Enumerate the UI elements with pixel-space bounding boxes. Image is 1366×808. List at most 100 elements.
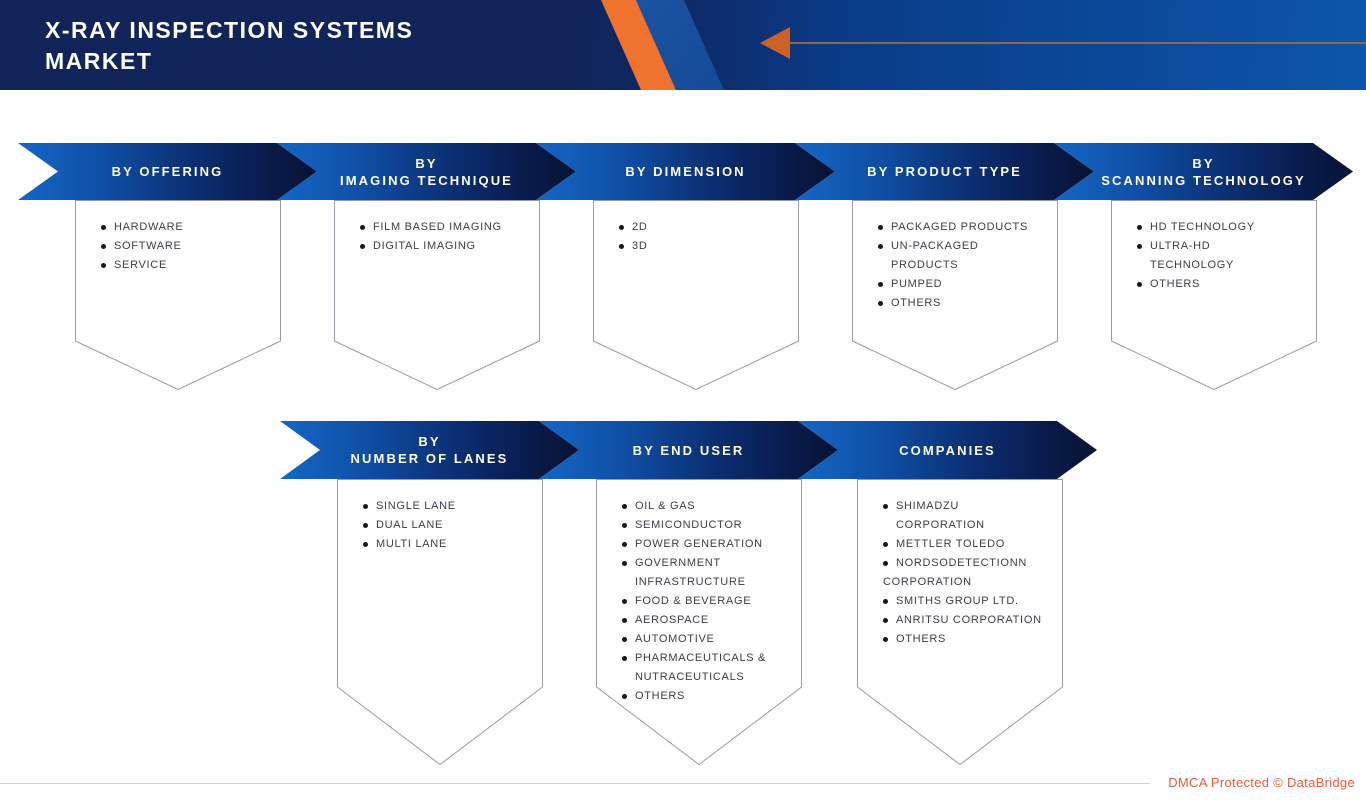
bullet-icon xyxy=(101,225,106,230)
list-item-text: 3D xyxy=(632,240,648,252)
list-item: OTHERS xyxy=(622,687,796,706)
segment-item-list: SINGLE LANE DUAL LANE MULTI LANE xyxy=(337,479,543,554)
bullet-icon xyxy=(101,263,106,268)
segment-banner-title-line: COMPANIES xyxy=(899,442,996,458)
bullet-icon xyxy=(883,561,888,566)
list-item: POWER GENERATION xyxy=(622,535,796,554)
list-item-text: PRODUCTS xyxy=(891,259,959,271)
segment-banner-title: BY END USER xyxy=(579,442,798,459)
bullet-icon xyxy=(360,244,365,249)
segment-banner-companies: COMPANIES xyxy=(798,421,1097,479)
list-item-text: NUTRACEUTICALS xyxy=(635,671,745,683)
bullet-icon xyxy=(1137,244,1142,249)
bullet-icon xyxy=(101,244,106,249)
header-banner: X-RAY INSPECTION SYSTEMS MARKET xyxy=(0,0,1366,90)
page-title: X-RAY INSPECTION SYSTEMS MARKET xyxy=(45,15,413,77)
header-rule-line xyxy=(790,42,1366,44)
bullet-icon xyxy=(883,504,888,509)
left-arrow-icon xyxy=(760,27,790,59)
dmca-protected-link[interactable]: DMCA Protected © DataBridge xyxy=(1168,775,1355,790)
list-item-text: 2D xyxy=(632,221,648,233)
segment-banner-title: BY OFFERING xyxy=(58,163,277,180)
segment-box-by-product-type: PACKAGED PRODUCTS UN-PACKAGED PRODUCTS PUMP… xyxy=(852,200,1058,390)
list-item-text: NORDSODETECTIONN xyxy=(896,557,1027,569)
list-item-text: SERVICE xyxy=(114,259,167,271)
list-item: OTHERS xyxy=(878,294,1052,313)
segment-banner-title: BY NUMBER OF LANES xyxy=(320,433,539,467)
bullet-icon xyxy=(883,599,888,604)
list-item: SOFTWARE xyxy=(101,237,275,256)
list-item: PACKAGED PRODUCTS xyxy=(878,218,1052,237)
bullet-icon xyxy=(878,301,883,306)
list-item: SEMICONDUCTOR xyxy=(622,516,796,535)
segment-box-by-imaging-technique: FILM BASED IMAGING DIGITAL IMAGING xyxy=(334,200,540,390)
bullet-icon xyxy=(622,561,627,566)
bullet-icon xyxy=(619,225,624,230)
bullet-icon xyxy=(622,656,627,661)
segment-banner-title-line: NUMBER OF LANES xyxy=(350,451,509,466)
list-item-text: SOFTWARE xyxy=(114,240,182,252)
segment-box-by-dimension: 2D 3D xyxy=(593,200,799,390)
list-item-text: PUMPED xyxy=(891,278,943,290)
bullet-icon xyxy=(622,637,627,642)
list-item-text: HARDWARE xyxy=(114,221,184,233)
list-item-text: ULTRA-HD xyxy=(1150,240,1211,252)
pentagon-outline xyxy=(857,479,1063,765)
bullet-icon xyxy=(622,599,627,604)
segment-banner-title: BY PRODUCT TYPE xyxy=(835,163,1054,180)
segment-banner-by-number-of-lanes: BY NUMBER OF LANES xyxy=(280,421,579,479)
list-item: DIGITAL IMAGING xyxy=(360,237,534,256)
bullet-icon xyxy=(883,542,888,547)
list-item-text: DUAL LANE xyxy=(376,519,444,531)
pentagon-outline xyxy=(596,479,802,765)
segment-item-list: OIL & GAS SEMICONDUCTOR POWER GENERATION GO… xyxy=(596,479,802,706)
list-item-text: PACKAGED PRODUCTS xyxy=(891,221,1028,233)
list-item-text: GOVERNMENT xyxy=(635,557,721,569)
list-item: OIL & GAS xyxy=(622,497,796,516)
segment-banner-by-offering: BY OFFERING xyxy=(18,143,317,200)
bullet-icon xyxy=(878,282,883,287)
list-item-text: CORPORATION xyxy=(896,519,985,531)
list-item-text: AEROSPACE xyxy=(635,614,709,626)
segment-banner-title-line: BY END USER xyxy=(632,442,745,458)
pentagon-outline xyxy=(334,200,540,390)
list-item-text: OTHERS xyxy=(891,297,942,309)
bullet-icon xyxy=(363,523,368,528)
list-item: UN-PACKAGED PRODUCTS xyxy=(878,237,1052,275)
list-item: SINGLE LANE xyxy=(363,497,537,516)
list-item-text: FILM BASED IMAGING xyxy=(373,221,502,233)
list-item-text: MULTI LANE xyxy=(376,538,447,550)
segment-banner-title-line: BY xyxy=(418,434,441,449)
list-item-text: UN-PACKAGED xyxy=(891,240,979,252)
segment-box-by-end-user: OIL & GAS SEMICONDUCTOR POWER GENERATION GO… xyxy=(596,479,802,765)
list-item: MULTI LANE xyxy=(363,535,537,554)
bullet-icon xyxy=(363,504,368,509)
segment-item-list: 2D 3D xyxy=(593,200,799,256)
bullet-icon xyxy=(878,244,883,249)
list-item: OTHERS xyxy=(883,630,1057,649)
segment-item-list: HARDWARE SOFTWARE SERVICE xyxy=(75,200,281,275)
list-item-text: DIGITAL IMAGING xyxy=(373,240,476,252)
pentagon-outline xyxy=(852,200,1058,390)
pentagon-outline xyxy=(593,200,799,390)
list-item: 3D xyxy=(619,237,793,256)
segment-item-list: FILM BASED IMAGING DIGITAL IMAGING xyxy=(334,200,540,256)
pentagon-outline xyxy=(1111,200,1317,390)
list-item: METTLER TOLEDO xyxy=(883,535,1057,554)
list-item: DUAL LANE xyxy=(363,516,537,535)
bullet-icon xyxy=(360,225,365,230)
list-item-text: SEMICONDUCTOR xyxy=(635,519,743,531)
list-item: PUMPED xyxy=(878,275,1052,294)
page-title-line2: MARKET xyxy=(45,48,153,74)
list-item: AUTOMOTIVE xyxy=(622,630,796,649)
list-item-text: ANRITSU CORPORATION xyxy=(896,614,1042,626)
segment-banner-by-product-type: BY PRODUCT TYPE xyxy=(795,143,1094,200)
page-title-line1: X-RAY INSPECTION SYSTEMS xyxy=(45,17,414,43)
